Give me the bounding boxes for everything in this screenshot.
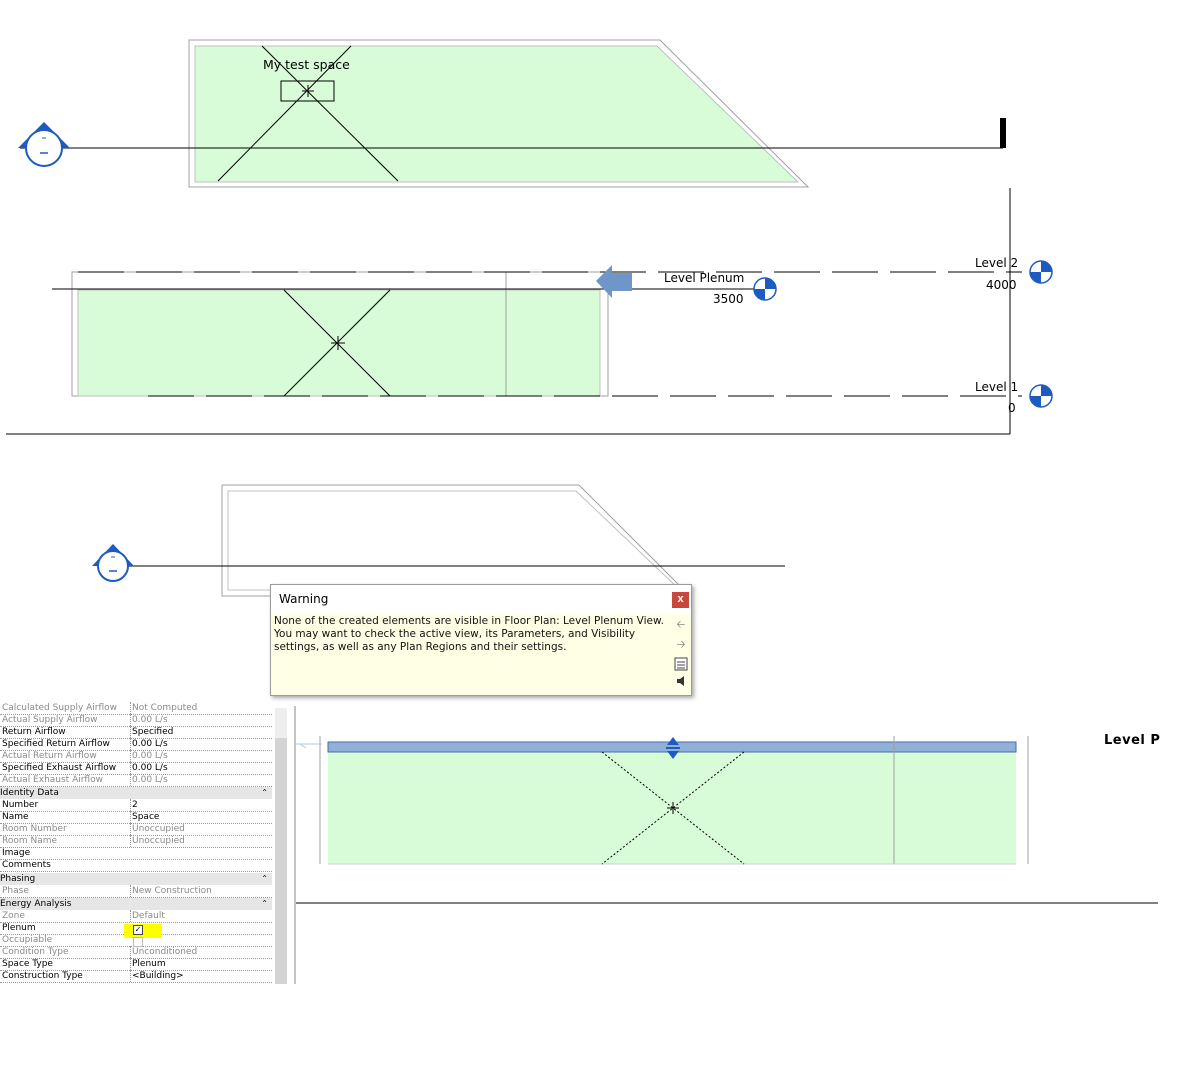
level-2-name: Level 2	[975, 256, 1019, 270]
section-end-marker[interactable]	[1000, 118, 1006, 148]
warning-title: Warning	[271, 585, 691, 613]
level-plenum-head[interactable]	[753, 277, 777, 301]
level-plenum-label-bottom: Level P	[1104, 733, 1161, 748]
expand-details-icon[interactable]	[673, 657, 689, 673]
level-2-elevation: 4000	[986, 278, 1017, 292]
space-name-label: My test space	[263, 57, 350, 72]
property-row[interactable]: Comments	[0, 859, 272, 872]
section-head-marker[interactable]	[18, 122, 70, 167]
level-2-head[interactable]	[1029, 260, 1053, 284]
height-grip-icon[interactable]	[666, 737, 680, 759]
top-plan-view	[18, 39, 1006, 188]
property-row[interactable]: Construction Type<Building>	[0, 970, 272, 983]
level-plenum-elevation: 3500	[713, 292, 744, 306]
collapse-chevron-icon[interactable]: ⌃	[261, 899, 268, 908]
property-row[interactable]: Image	[0, 847, 272, 860]
plenum-highlight	[124, 924, 162, 938]
level-1-elevation: 0	[1008, 401, 1016, 415]
level-1-head[interactable]	[1029, 384, 1053, 408]
room-boundary-outer	[188, 39, 810, 188]
speaker-icon[interactable]	[673, 675, 689, 691]
properties-scroll-thumb[interactable]	[275, 738, 287, 984]
lower-plan-view	[92, 484, 785, 597]
group-phasing[interactable]: Phasing⌃	[0, 873, 272, 885]
warning-message: None of the created elements are visible…	[274, 615, 664, 653]
level-1-name: Level 1	[975, 380, 1019, 394]
bottom-section-view	[294, 706, 1158, 984]
plenum-checkbox[interactable]: ✓	[133, 925, 143, 935]
section-head-marker-2[interactable]	[92, 544, 134, 582]
previous-arrow-icon[interactable]: 🡠	[676, 619, 686, 631]
collapse-chevron-icon[interactable]: ⌃	[261, 874, 268, 883]
next-arrow-icon[interactable]: 🡢	[676, 639, 686, 651]
highlight-arrow	[596, 265, 632, 298]
warning-dialog[interactable]: Warning x None of the created elements a…	[270, 584, 692, 696]
group-identity-data[interactable]: Identity Data⌃	[0, 787, 272, 799]
level-plenum-name: Level Plenum	[664, 271, 745, 285]
section-view	[6, 188, 1053, 435]
group-energy-analysis[interactable]: Energy Analysis⌃	[0, 898, 272, 910]
space-tag-box[interactable]	[280, 80, 335, 102]
occupiable-checkbox[interactable]	[133, 937, 143, 947]
close-button[interactable]: x	[672, 592, 689, 608]
collapse-chevron-icon[interactable]: ⌃	[261, 788, 268, 797]
